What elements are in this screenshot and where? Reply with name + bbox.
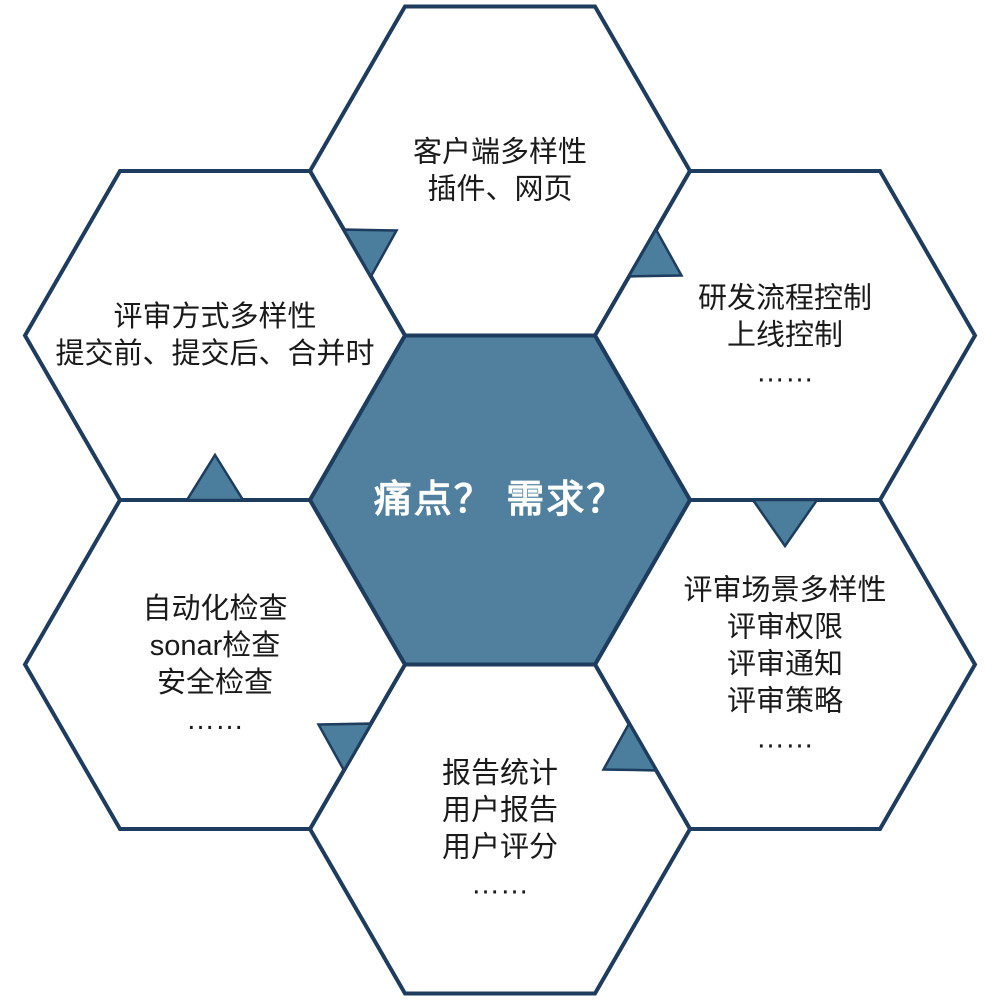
hexagon-bottom-left-line-3: 安全检查 — [157, 666, 273, 699]
connector-arrow-bottom-right — [601, 721, 659, 772]
hexagon-top-left-line-2: 提交前、提交后、合并时 — [55, 337, 374, 370]
connector-arrow-top-left — [341, 228, 399, 279]
hexagon-bottom-right-line-4: 评审策略 — [727, 685, 843, 718]
connector-arrow-left — [184, 452, 246, 502]
hexagon-bottom-line-3: 用户评分 — [442, 831, 558, 864]
hexagon-bottom-right-line-3: 评审通知 — [727, 648, 843, 681]
hexagon-bottom-right-line-1: 评审场景多样性 — [683, 574, 886, 607]
hexagon-bottom-left-line-2: sonar检查 — [150, 629, 281, 662]
hexagon-top-left: 评审方式多样性 提交前、提交后、合并时 — [22, 169, 408, 502]
hexagon-center-shape — [307, 333, 693, 667]
hexagon-bottom-right-line-5: …… — [756, 723, 814, 755]
hexagon-bottom-line-1: 报告统计 — [442, 757, 558, 790]
hexagon-top-line-2: 插件、网页 — [427, 173, 572, 206]
hexagon-bottom-left-line-4: …… — [186, 704, 244, 736]
hexagon-bottom-left: 自动化检查 sonar检查 安全检查 …… — [22, 498, 408, 831]
hexagon-bottom-right-line-2: 评审权限 — [727, 611, 843, 644]
hexagon-top-right-line-1: 研发流程控制 — [698, 282, 872, 315]
connector-arrow-right — [750, 498, 820, 549]
hexagon-top-right-line-2: 上线控制 — [727, 319, 843, 352]
hexagon-bottom: 报告统计 用户报告 用户评分 …… — [307, 662, 693, 996]
connector-arrow-top-right — [626, 227, 684, 278]
hexagon-bottom-left-line-1: 自动化检查 — [142, 592, 287, 625]
hexagon-center: 痛点？ 需求？ — [307, 333, 693, 667]
center-label: 痛点？ 需求？ — [374, 479, 627, 521]
hexagon-top-line-1: 客户端多样性 — [413, 136, 587, 169]
hexagon-bottom-line-2: 用户报告 — [442, 794, 558, 827]
connector-arrow-bottom-left — [316, 722, 374, 773]
hexagon-bottom-line-4: …… — [471, 869, 529, 901]
hexagon-top-left-line-1: 评审方式多样性 — [113, 300, 316, 333]
hexagon-top-right-line-3: …… — [756, 357, 814, 389]
